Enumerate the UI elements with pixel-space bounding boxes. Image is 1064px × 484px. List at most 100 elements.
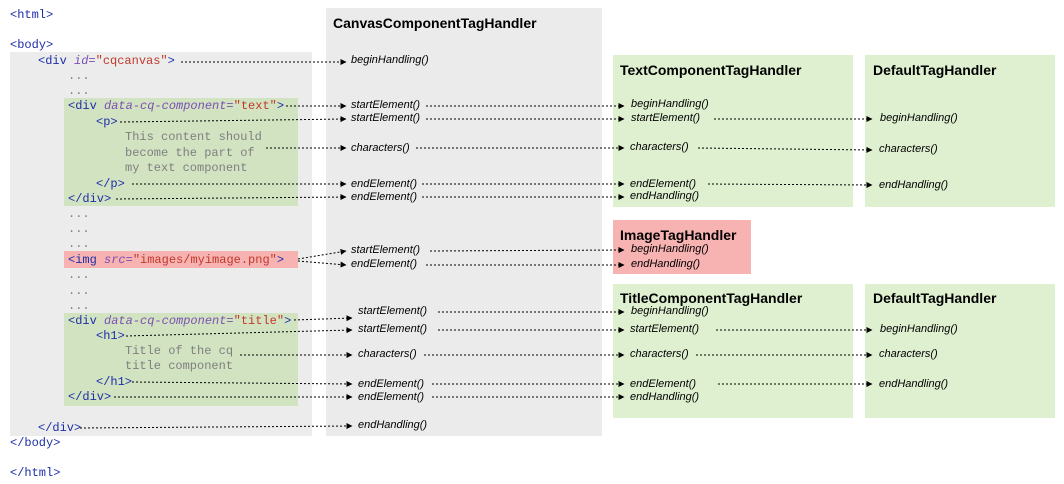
default-handler-box-top (865, 55, 1055, 207)
canvas-end-element: endElement() (358, 378, 425, 390)
code-body-close: </body> (10, 436, 61, 450)
tag-close: > (167, 54, 175, 68)
text-end-handling: endHandling() (630, 190, 700, 202)
code-h1-open: <h1> (96, 329, 125, 343)
attr: data-cq-component= (104, 314, 234, 328)
code-dots: ... (68, 84, 90, 98)
attr: data-cq-component= (104, 99, 234, 113)
code-p-open: <p> (96, 115, 118, 129)
arrow (131, 380, 353, 387)
code-p-content-2: become the part of (125, 146, 255, 160)
canvas-end-handling: endHandling() (358, 419, 428, 431)
code-dots: ... (68, 222, 90, 236)
text-end-element: endElement() (630, 178, 697, 190)
code-dots: ... (68, 207, 90, 221)
code-h1-content-2: title component (125, 359, 234, 373)
canvas-characters: characters() (351, 142, 410, 154)
arrow (297, 248, 347, 260)
tag-close: > (276, 253, 285, 267)
code-dots: ... (68, 268, 90, 282)
canvas-end-element: endElement() (351, 178, 418, 190)
tag: <img (68, 253, 97, 267)
code-dots: ... (68, 299, 90, 313)
text-handler-box (613, 55, 853, 207)
text-handler-title: TextComponentTagHandler (620, 62, 802, 78)
code-div-close-canvas: </div> (38, 421, 82, 435)
tag: <div (68, 314, 97, 328)
default-bottom-characters: characters() (879, 348, 938, 360)
canvas-end-element: endElement() (351, 191, 418, 203)
tag: <div (38, 54, 67, 68)
code-div-close-text: </div> (68, 192, 112, 206)
code-dots: ... (68, 284, 90, 298)
image-end-handling: endHandling() (631, 258, 701, 270)
code-img: <img src="images/myimage.png"> (68, 253, 284, 267)
value: "images/myimage.png" (132, 253, 277, 267)
canvas-end-element: endElement() (351, 258, 418, 270)
image-handler-box (613, 220, 751, 274)
tag-close: > (284, 314, 292, 328)
arrow (115, 194, 347, 201)
attr: id= (74, 54, 96, 68)
canvas-begin-handling: beginHandling() (351, 54, 429, 66)
image-tag-region (64, 251, 298, 268)
arrow (707, 181, 873, 188)
attr: src= (104, 253, 133, 267)
canvas-start-element: startElement() (351, 99, 421, 111)
code-p-close: </p> (96, 177, 125, 191)
arrow (79, 423, 353, 430)
text-start-element: startElement() (631, 112, 701, 124)
code-html-close: </html> (10, 466, 61, 480)
code-h1-close: </h1> (96, 375, 133, 389)
default-handler-title-top: DefaultTagHandler (873, 62, 997, 78)
title-end-element: endElement() (630, 378, 697, 390)
tag: <div (68, 99, 97, 113)
code-p-content-3: my text component (125, 161, 248, 175)
canvas-end-element: endElement() (358, 391, 425, 403)
canvas-start-element: startElement() (358, 305, 428, 317)
arrow (293, 315, 353, 322)
canvas-start-element: startElement() (351, 244, 421, 256)
default-top-begin-handling: beginHandling() (880, 112, 958, 124)
value: "cqcanvas" (95, 54, 168, 68)
code-body-open: <body> (10, 38, 54, 52)
default-handler-title-bottom: DefaultTagHandler (873, 290, 997, 306)
default-bottom-begin-handling: beginHandling() (880, 323, 958, 335)
canvas-handler-title: CanvasComponentTagHandler (333, 15, 537, 31)
code-dots: ... (68, 69, 90, 83)
canvas-start-element: startElement() (351, 112, 421, 124)
tag-close: > (276, 99, 285, 113)
arrow (125, 327, 353, 337)
default-bottom-end-handling: endHandling() (879, 378, 949, 390)
default-handler-box-bottom (865, 284, 1055, 418)
title-begin-handling: beginHandling() (631, 305, 709, 317)
image-begin-handling: beginHandling() (631, 243, 709, 255)
arrow (119, 116, 347, 123)
arrow (297, 260, 347, 268)
code-div-cqcanvas: <div id="cqcanvas"> (38, 54, 175, 68)
value: "text" (233, 99, 277, 113)
title-handler-title: TitleComponentTagHandler (620, 290, 803, 306)
text-component-region (64, 98, 298, 206)
canvas-start-element: startElement() (358, 323, 428, 335)
code-h1-content-1: Title of the cq (125, 344, 234, 358)
canvas-characters: characters() (358, 348, 417, 360)
text-characters: characters() (630, 141, 689, 153)
title-component-region (64, 313, 298, 406)
title-characters: characters() (630, 348, 689, 360)
text-begin-handling: beginHandling() (631, 98, 709, 110)
code-html-open: <html> (10, 8, 54, 22)
canvas-handler-box (326, 8, 602, 436)
default-top-end-handling: endHandling() (879, 179, 949, 191)
code-div-title: <div data-cq-component="title"> (68, 314, 291, 328)
title-end-handling: endHandling() (630, 391, 700, 403)
arrow (429, 247, 625, 254)
title-handler-box (613, 284, 853, 418)
code-div-text: <div data-cq-component="text"> (68, 99, 284, 113)
default-top-characters: characters() (879, 143, 938, 155)
code-dots: ... (68, 237, 90, 251)
title-start-element: startElement() (630, 323, 700, 335)
arrow (697, 146, 873, 153)
value: "title" (233, 314, 285, 328)
